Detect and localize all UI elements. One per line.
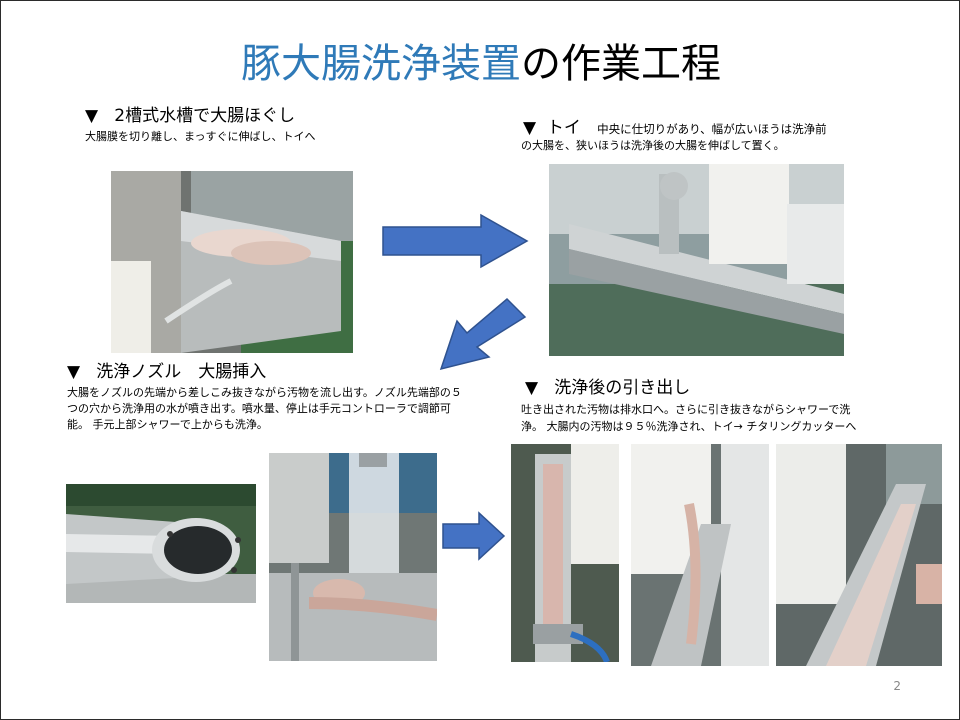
- step1-description: 大腸膜を切り離し、まっすぐに伸ばし、トイへ: [85, 130, 316, 143]
- arrow-right-bottom: [442, 511, 506, 561]
- step1-title: 2槽式水槽で大腸ほぐし: [114, 106, 296, 126]
- step2-marker: ▼: [523, 118, 537, 138]
- step3-title: 洗浄ノズル 大腸挿入: [96, 362, 267, 382]
- photo-extraction-2: [631, 444, 769, 666]
- photo-two-tank-sink: [111, 171, 353, 353]
- step4-description-line1: 吐き出された汚物は排水口へ。さらに引き抜きながらシャワーで洗: [521, 403, 851, 416]
- step3-description: 大腸をノズルの先端から差しこみ抜きながら汚物を流し出す。ノズル先端部の５つの穴か…: [67, 386, 462, 431]
- photo-trough: [549, 164, 844, 356]
- step3-heading: ▼ 洗浄ノズル 大腸挿入: [67, 361, 266, 383]
- step2-description-inline: 中央に仕切りがあり、幅が広いほうは洗浄前: [597, 122, 827, 136]
- step3-marker: ▼: [67, 362, 81, 382]
- step1-marker: ▼: [85, 106, 99, 126]
- step4-heading: ▼ 洗浄後の引き出し: [525, 377, 690, 399]
- page-number: 2: [893, 679, 901, 693]
- photo-nozzle-insertion: [269, 453, 437, 661]
- step4-description-line2: 浄。 大腸内の汚物は９５％洗浄され、トイ→ チタリングカッターへ: [521, 420, 857, 433]
- step1-heading: ▼ 2槽式水槽で大腸ほぐし: [85, 105, 295, 127]
- photo-nozzle-closeup: [66, 484, 256, 603]
- title-highlight: 豚大腸洗浄装置: [241, 41, 521, 87]
- arrow-down-left: [439, 297, 527, 371]
- step2-title: トイ: [546, 118, 581, 138]
- step4-title: 洗浄後の引き出し: [554, 378, 691, 398]
- step2-heading: ▼ トイ 中央に仕切りがあり、幅が広いほうは洗浄前: [523, 117, 827, 140]
- photo-extraction-1: [511, 444, 619, 662]
- step2-description: の大腸を、狭いほうは洗浄後の大腸を伸ばして置く。: [521, 139, 785, 152]
- arrow-right-top: [382, 213, 529, 269]
- step4-marker: ▼: [525, 378, 539, 398]
- photo-extraction-3: [776, 444, 942, 666]
- slide-title: 豚大腸洗浄装置の作業工程: [1, 37, 960, 91]
- title-rest: の作業工程: [521, 41, 721, 87]
